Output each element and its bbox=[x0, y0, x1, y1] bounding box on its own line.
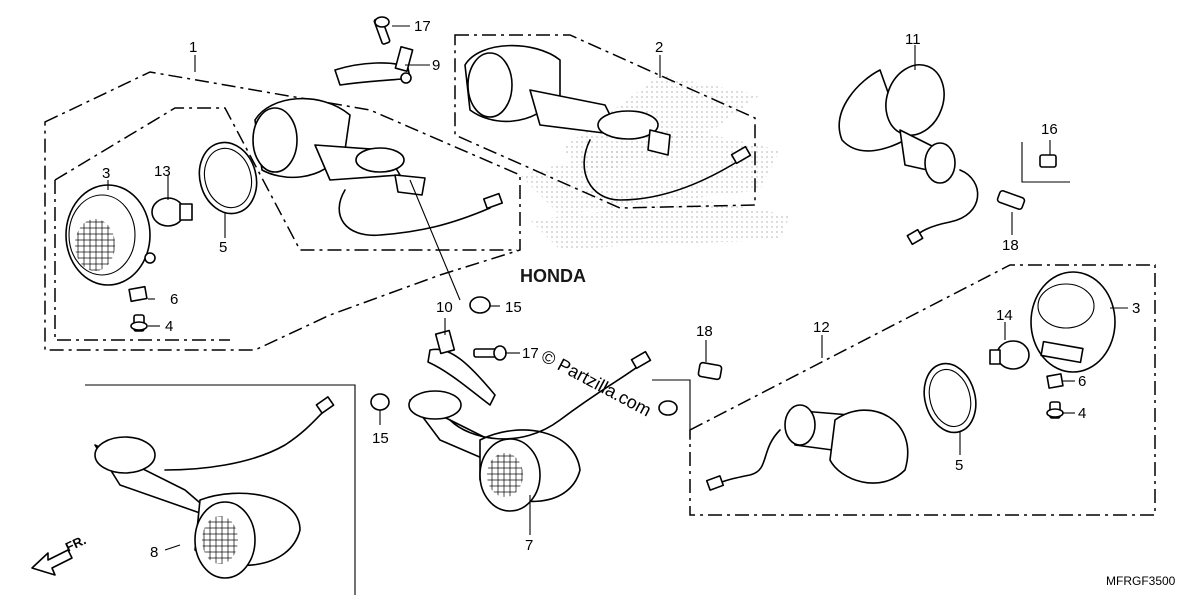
callout-17-top: 17 bbox=[414, 18, 431, 35]
diagram-code: MFRGF3500 bbox=[1106, 574, 1176, 588]
bolt-18-lower bbox=[697, 361, 723, 381]
callout-3-left: 3 bbox=[102, 165, 110, 182]
callout-9: 9 bbox=[432, 57, 440, 74]
assembly-1-boundary bbox=[44, 71, 521, 351]
screw-16 bbox=[1039, 154, 1057, 168]
assembly-2-boundary bbox=[454, 34, 756, 209]
turn-signal-housing-2 bbox=[464, 44, 671, 156]
turn-signal-1-wire bbox=[338, 189, 504, 236]
callout-17-center: 17 bbox=[522, 345, 539, 362]
callout-15-left: 15 bbox=[372, 430, 389, 447]
callout-11: 11 bbox=[905, 31, 921, 48]
callout-16: 16 bbox=[1041, 121, 1058, 138]
lens-gasket-5-left bbox=[198, 141, 258, 215]
turn-signal-2-wire bbox=[583, 139, 752, 201]
turn-signal-housing-11 bbox=[838, 64, 956, 184]
grommet-15-left bbox=[370, 393, 390, 411]
callout-18-lower: 18 bbox=[696, 323, 713, 340]
turn-signal-11-wire bbox=[906, 169, 979, 246]
callout-4-left: 4 bbox=[165, 318, 173, 335]
callout-3-right: 3 bbox=[1132, 300, 1140, 317]
lens-3-right bbox=[1030, 271, 1116, 373]
bolt-18-upper bbox=[996, 189, 1026, 211]
front-arrow-icon bbox=[31, 549, 73, 576]
callout-2: 2 bbox=[655, 39, 663, 56]
honda-wing-watermark: HONDA bbox=[520, 75, 790, 286]
callout-15-top: 15 bbox=[505, 299, 522, 316]
assembly-12-boundary bbox=[689, 264, 1156, 516]
callout-18-upper: 18 bbox=[1002, 237, 1019, 254]
detail-16-bracket bbox=[1021, 142, 1070, 183]
honda-wordmark: HONDA bbox=[520, 266, 586, 286]
turn-signal-12 bbox=[705, 404, 909, 491]
clip-nut-6-right bbox=[1046, 373, 1064, 389]
callout-7: 7 bbox=[525, 537, 533, 554]
screw-center-detail bbox=[658, 400, 678, 416]
callout-4-right: 4 bbox=[1078, 405, 1086, 422]
callout-5-right: 5 bbox=[955, 457, 963, 474]
callout-6-left: 6 bbox=[170, 291, 178, 308]
turn-signal-7 bbox=[408, 350, 652, 512]
turn-signal-8 bbox=[94, 396, 335, 579]
bolt-17-center bbox=[473, 345, 507, 361]
callout-10: 10 bbox=[436, 299, 453, 316]
bracket-9 bbox=[334, 46, 414, 86]
callout-1: 1 bbox=[189, 39, 197, 56]
front-direction-indicator: FR. bbox=[31, 532, 88, 576]
bulb-13 bbox=[151, 197, 193, 227]
callout-labels: 1 2 3 3 4 4 5 5 6 6 7 8 9 10 11 12 13 14… bbox=[102, 18, 1140, 561]
bolt-17-top bbox=[373, 16, 391, 45]
screw-4-right bbox=[1046, 401, 1064, 419]
callout-6-right: 6 bbox=[1078, 373, 1086, 390]
screw-4-left bbox=[130, 314, 148, 332]
callout-5-left: 5 bbox=[219, 239, 227, 256]
bulb-14 bbox=[989, 340, 1030, 370]
clip-nut-6-left bbox=[128, 285, 148, 303]
front-direction-label: FR. bbox=[63, 532, 88, 554]
lens-3-left bbox=[65, 184, 156, 286]
lens-gasket-5-right bbox=[923, 362, 977, 434]
turn-signal-housing-1 bbox=[252, 97, 426, 196]
assembly-8-boundary bbox=[85, 384, 356, 595]
callout-14: 14 bbox=[996, 307, 1013, 324]
bracket-10 bbox=[427, 329, 496, 406]
callout-8: 8 bbox=[150, 544, 158, 561]
callout-13: 13 bbox=[154, 163, 171, 180]
detail-bracket-center bbox=[652, 379, 691, 440]
leader-lines bbox=[107, 25, 1128, 551]
callout-12: 12 bbox=[813, 319, 830, 336]
grommet-15-top bbox=[469, 296, 491, 314]
